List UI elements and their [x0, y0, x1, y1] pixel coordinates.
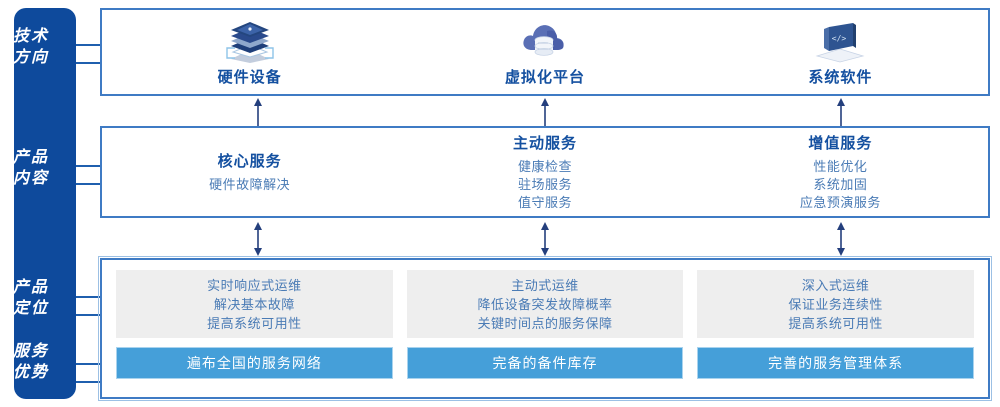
- connector-line: [76, 44, 106, 46]
- position-box[interactable]: 主动式运维 降低设备突发故障概率 关键时间点的服务保障: [406, 270, 684, 338]
- connector-line: [76, 314, 106, 316]
- arrow-up: [538, 98, 552, 126]
- cloud-database-icon: [523, 24, 564, 56]
- connector-line: [76, 165, 106, 167]
- advantage-bar[interactable]: 遍布全国的服务网络: [116, 347, 393, 379]
- position-line: 解决基本故障: [213, 296, 295, 312]
- svg-text:</>: </>: [832, 34, 847, 43]
- tech-label: 虚拟化平台: [504, 68, 585, 86]
- laptop-code-icon: </>: [815, 22, 865, 62]
- position-line: 提高系统可用性: [788, 315, 883, 331]
- connector-line: [76, 62, 106, 64]
- connector-line: [76, 381, 106, 383]
- sidebar-label-line: 技术: [12, 28, 49, 45]
- position-line: 降低设备突发故障概率: [477, 296, 613, 312]
- content-heading: 增值服务: [808, 135, 873, 152]
- position-line: 保证业务连续性: [788, 296, 883, 312]
- sidebar-label-line: 产品: [12, 279, 49, 296]
- bottom-column-1: 实时响应式运维 解决基本故障 提高系统可用性 遍布全国的服务网络: [116, 270, 393, 386]
- server-stack-icon: [225, 21, 274, 63]
- tech-label: 系统软件: [808, 68, 873, 86]
- sidebar-item-service-advantage[interactable]: 服务 优势: [0, 341, 62, 383]
- product-content-panel: 核心服务 硬件故障解决 主动服务 健康检查 驻场服务 值守服务 增值服务 性能优…: [100, 126, 990, 218]
- tech-direction-panel: 硬件设备 虚拟化平台: [100, 8, 990, 96]
- position-line: 深入式运维: [801, 277, 870, 293]
- category-sidebar: [14, 8, 76, 399]
- content-item: 硬件故障解决: [209, 177, 291, 192]
- sidebar-label-line: 方向: [12, 49, 49, 66]
- sidebar-label-line: 优势: [12, 364, 49, 381]
- position-line: 提高系统可用性: [207, 315, 302, 331]
- sidebar-label-line: 内容: [12, 170, 49, 187]
- bottom-column-3: 深入式运维 保证业务连续性 提高系统可用性 完善的服务管理体系: [697, 270, 975, 386]
- arrow-up: [834, 98, 848, 126]
- arrow-double: [251, 222, 265, 256]
- content-column-proactive-service[interactable]: 主动服务 健康检查 驻场服务 值守服务: [397, 128, 692, 216]
- content-item: 应急预演服务: [799, 195, 881, 210]
- connector-line: [76, 296, 106, 298]
- content-item: 驻场服务: [517, 177, 572, 192]
- position-advantage-panel: 实时响应式运维 解决基本故障 提高系统可用性 遍布全国的服务网络 主动式运维 降…: [98, 256, 992, 401]
- sidebar-item-product-content[interactable]: 产品 内容: [0, 147, 62, 189]
- arrow-double: [834, 222, 848, 256]
- content-item: 性能优化: [813, 159, 868, 174]
- position-line: 实时响应式运维: [207, 277, 302, 293]
- content-column-value-added-service[interactable]: 增值服务 性能优化 系统加固 应急预演服务: [693, 128, 988, 216]
- position-line: 主动式运维: [511, 277, 579, 293]
- tech-column-hardware[interactable]: 硬件设备: [102, 10, 397, 94]
- arrow-double: [538, 222, 552, 256]
- sidebar-label-line: 服务: [12, 343, 49, 360]
- position-box[interactable]: 实时响应式运维 解决基本故障 提高系统可用性: [116, 270, 393, 338]
- advantage-bar[interactable]: 完善的服务管理体系: [697, 347, 975, 379]
- connector-line: [76, 363, 106, 365]
- sidebar-label-line: 产品: [12, 149, 49, 166]
- position-line: 关键时间点的服务保障: [477, 315, 613, 331]
- tech-label: 硬件设备: [217, 68, 282, 86]
- tech-column-system-software[interactable]: </> 系统软件: [693, 10, 988, 94]
- content-column-core-service[interactable]: 核心服务 硬件故障解决: [102, 128, 397, 216]
- advantage-bar[interactable]: 完备的备件库存: [406, 347, 684, 379]
- bottom-column-2: 主动式运维 降低设备突发故障概率 关键时间点的服务保障 完备的备件库存: [406, 270, 684, 386]
- position-box[interactable]: 深入式运维 保证业务连续性 提高系统可用性: [697, 270, 975, 338]
- arrow-up: [251, 98, 265, 126]
- content-item: 值守服务: [517, 195, 572, 210]
- content-heading: 核心服务: [217, 153, 282, 170]
- sidebar-item-tech-direction[interactable]: 技术 方向: [0, 26, 62, 68]
- sidebar-label-line: 定位: [12, 300, 49, 317]
- connector-line: [76, 183, 106, 185]
- tech-column-virtualization[interactable]: 虚拟化平台: [397, 10, 692, 94]
- content-item: 健康检查: [517, 159, 572, 174]
- sidebar-item-product-position[interactable]: 产品 定位: [0, 277, 62, 319]
- content-heading: 主动服务: [512, 135, 577, 152]
- content-item: 系统加固: [813, 177, 868, 192]
